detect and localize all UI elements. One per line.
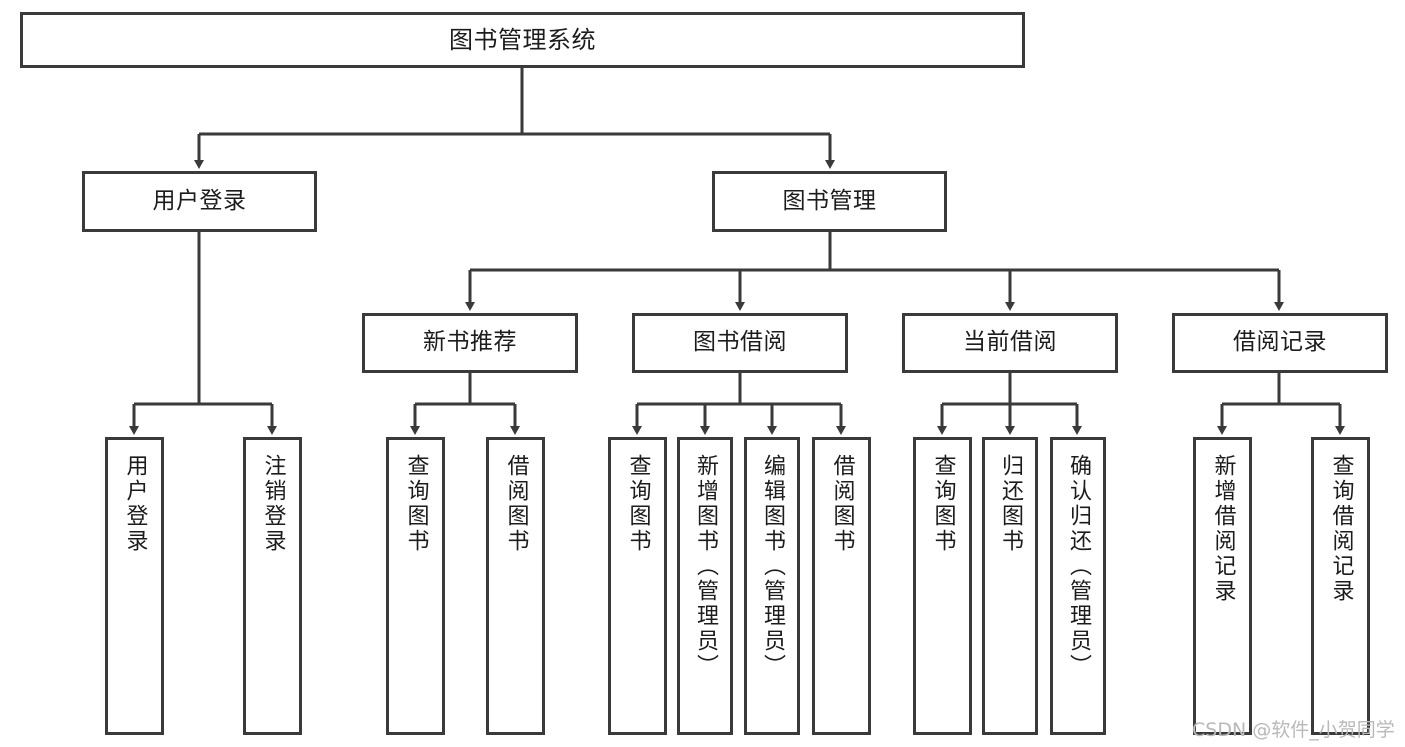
csdn-watermark: CSDN @软件_小贺同学 bbox=[1192, 719, 1395, 741]
node-book-borrow[interactable]: 图书借阅 bbox=[632, 313, 848, 373]
node-label: 查询图书 bbox=[625, 454, 651, 554]
leaf-add-borrow-record[interactable]: 新增借阅记录 bbox=[1193, 437, 1252, 735]
node-label: 当前借阅 bbox=[963, 329, 1057, 356]
node-user-login[interactable]: 用户登录 bbox=[82, 171, 317, 232]
node-root-library-system[interactable]: 图书管理系统 bbox=[20, 12, 1025, 68]
leaf-confirm-return-admin[interactable]: 确认归还（管理员） bbox=[1050, 437, 1106, 735]
node-label: 确认归还（管理员） bbox=[1066, 454, 1091, 679]
leaf-borrow-books-recommend[interactable]: 借阅图书 bbox=[486, 437, 545, 735]
leaf-add-book-admin[interactable]: 新增图书（管理员） bbox=[677, 437, 733, 735]
node-label: 借阅图书 bbox=[503, 454, 529, 554]
node-label: 查询借阅记录 bbox=[1328, 454, 1354, 604]
node-label: 图书管理系统 bbox=[449, 25, 596, 54]
node-label: 新书推荐 bbox=[423, 329, 517, 356]
node-label: 图书管理 bbox=[782, 187, 877, 214]
node-label: 注销登录 bbox=[260, 454, 286, 554]
node-label: 编辑图书（管理员） bbox=[760, 454, 785, 679]
leaf-search-books-current[interactable]: 查询图书 bbox=[913, 437, 972, 735]
leaf-edit-book-admin[interactable]: 编辑图书（管理员） bbox=[744, 437, 800, 735]
node-label: 借阅记录 bbox=[1233, 329, 1327, 356]
node-label: 归还图书 bbox=[998, 454, 1023, 554]
leaf-search-borrow-record[interactable]: 查询借阅记录 bbox=[1311, 437, 1370, 735]
node-label: 借阅图书 bbox=[829, 454, 855, 554]
leaf-user-login[interactable]: 用户登录 bbox=[105, 437, 164, 735]
node-borrow-records[interactable]: 借阅记录 bbox=[1172, 313, 1388, 373]
leaf-return-books[interactable]: 归还图书 bbox=[982, 437, 1038, 735]
node-label: 新增图书（管理员） bbox=[693, 454, 718, 679]
node-label: 图书借阅 bbox=[693, 329, 787, 356]
leaf-borrow-books[interactable]: 借阅图书 bbox=[812, 437, 871, 735]
node-new-book-recommend[interactable]: 新书推荐 bbox=[362, 313, 578, 373]
node-label: 查询图书 bbox=[403, 454, 429, 554]
node-book-management[interactable]: 图书管理 bbox=[712, 171, 947, 232]
leaf-search-books-recommend[interactable]: 查询图书 bbox=[386, 437, 445, 735]
node-label: 用户登录 bbox=[122, 454, 148, 554]
node-label: 查询图书 bbox=[930, 454, 956, 554]
leaf-logout[interactable]: 注销登录 bbox=[243, 437, 302, 735]
leaf-search-books-borrow[interactable]: 查询图书 bbox=[608, 437, 667, 735]
node-label: 新增借阅记录 bbox=[1210, 454, 1236, 604]
node-label: 用户登录 bbox=[152, 187, 247, 214]
node-current-borrow[interactable]: 当前借阅 bbox=[902, 313, 1118, 373]
